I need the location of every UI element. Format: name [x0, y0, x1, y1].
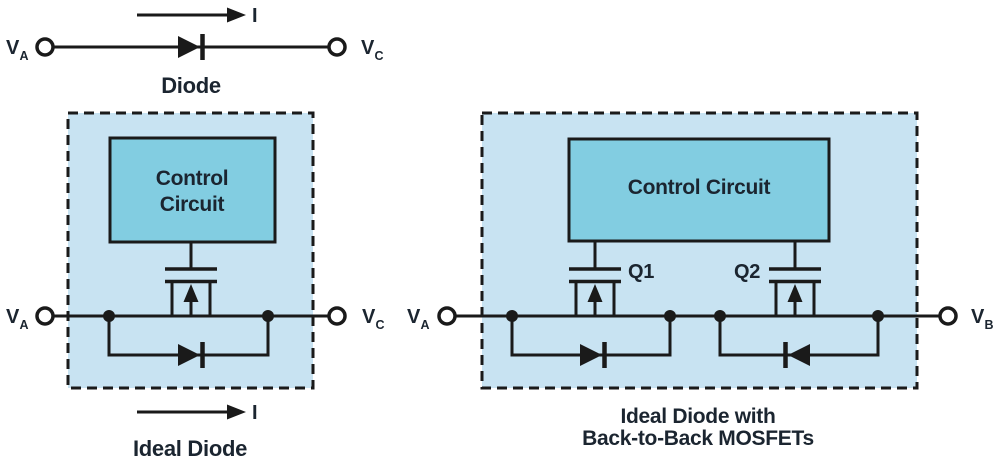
terminal-label-vb: V — [971, 306, 985, 328]
terminal-circle — [938, 306, 958, 326]
terminal-label-vb-sub: B — [985, 318, 994, 332]
terminal-circle — [327, 306, 347, 326]
transistor-label-q1: Q1 — [628, 261, 654, 283]
terminal-label-va: V — [6, 306, 20, 328]
current-arrow-head-icon — [227, 7, 246, 23]
diode-symbol — [788, 344, 810, 366]
terminal-circle — [327, 37, 347, 57]
current-arrow-head-icon — [227, 404, 246, 420]
current-label: I — [252, 5, 257, 27]
diode-symbol — [580, 344, 602, 366]
circuit-caption: Diode — [161, 73, 221, 98]
circuit-caption-line2: Back-to-Back MOSFETs — [582, 427, 814, 450]
terminal-circle — [35, 306, 55, 326]
terminal-label-va: V — [6, 37, 20, 59]
circuit-caption: Ideal Diode — [133, 436, 247, 459]
terminal-label-vc-sub: C — [375, 49, 384, 63]
terminal-label-va-sub: A — [421, 318, 430, 332]
mosfet-q1-symbol — [569, 241, 621, 317]
terminal-label-va: V — [407, 306, 421, 328]
terminal-label-vc: V — [362, 306, 376, 328]
control-circuit-box — [108, 136, 277, 244]
mosfet-q2-symbol — [769, 241, 821, 317]
body-arrow-head-icon — [183, 284, 199, 302]
ideal-diode-circuit: Control Circuit V A V C I Ideal Diode — [6, 111, 385, 459]
body-arrow-head-icon — [587, 284, 603, 302]
body-arrow-head-icon — [787, 284, 803, 302]
terminal-label-va-sub: A — [20, 49, 29, 63]
terminal-label-vc: V — [361, 37, 375, 59]
control-circuit-label-line1: Control — [156, 167, 229, 190]
transistor-label-q2: Q2 — [734, 261, 760, 283]
terminal-circle — [437, 306, 457, 326]
control-circuit-box — [567, 137, 831, 243]
terminal-circle — [35, 37, 55, 57]
terminal-label-vc-sub: C — [376, 318, 385, 332]
terminal-label-va-sub: A — [20, 318, 29, 332]
diode-symbol — [178, 344, 200, 366]
back-to-back-circuit: Control Circuit Q1 Q2 — [407, 111, 994, 450]
current-label: I — [252, 402, 257, 424]
diode-circuit: I V A V C Diode — [6, 5, 384, 98]
control-circuit-label: Control Circuit — [628, 176, 771, 199]
mosfet-symbol — [165, 242, 217, 317]
control-circuit-label-line2: Circuit — [160, 193, 225, 216]
diode-symbol — [178, 36, 200, 58]
circuit-caption-line1: Ideal Diode with — [620, 405, 775, 428]
